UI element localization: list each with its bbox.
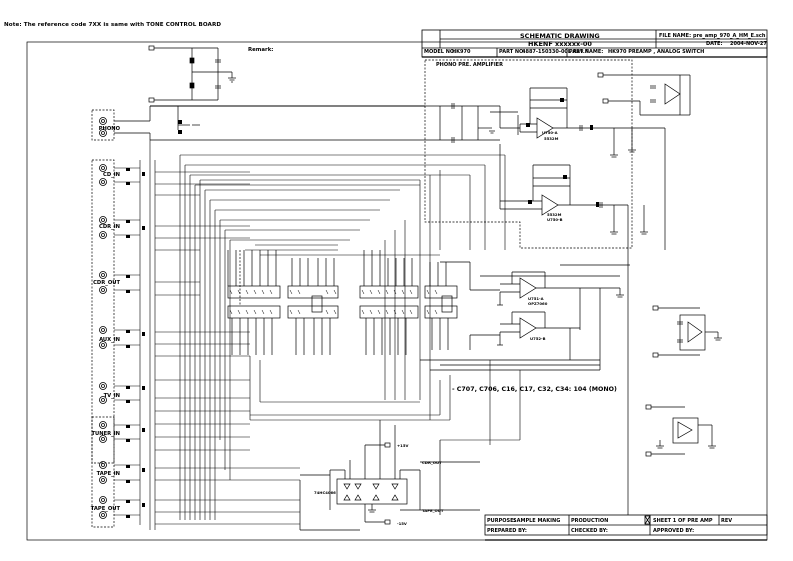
title-block-subtitle: HKENF xxxxxx-00 [528, 40, 592, 48]
buffer-input-lines [420, 261, 630, 371]
sheet-label: SHEET 1 OF PRE AMP [653, 518, 713, 524]
opamp-a-type: 5532M [544, 136, 559, 141]
phono-output-network [579, 125, 666, 250]
jack-tuner-in [99, 421, 107, 443]
drawing-border [26, 41, 768, 541]
cdr-out-net-label: CDR_OUT [422, 460, 442, 465]
opamp-u750-b [499, 144, 628, 216]
jack-cd-in [99, 164, 107, 186]
jack-aux-in [99, 326, 107, 349]
title-block-title: SCHEMATIC DRAWING [520, 32, 600, 40]
phono-power-supply [148, 45, 236, 103]
power-neg-label: -15V [397, 521, 407, 526]
reference-note: Note: The reference code 7XX is same wit… [4, 22, 222, 28]
switch-symbols [229, 289, 438, 315]
input-label-cdr-in: CDR_IN [99, 224, 120, 230]
input-jack-group-1 [91, 159, 115, 464]
quad-switch-ic [299, 420, 480, 531]
input-label-cdr-out: CDR_OUT [93, 280, 120, 286]
mono-capacitor-note: - C707, C706, C16, C17, C32, C34: 104 (M… [452, 386, 617, 393]
part-no-label: PART NO: [499, 49, 526, 55]
jack-tape-in [99, 461, 107, 484]
input-label-tuner: TUNER_IN [91, 431, 121, 437]
approved-by-label: APPROVED BY: [653, 528, 695, 534]
passive-components [126, 98, 599, 518]
title-block-bottom [484, 514, 768, 541]
date-value: 2004-NOV-27 [730, 41, 767, 47]
regulator-right-2 [645, 404, 716, 457]
opamp-b-type: 5532M [547, 212, 562, 217]
phono-section-label: PHONO PRE. AMPLIFIER [436, 62, 503, 68]
input-label-tape-out: TAPE_OUT [90, 506, 120, 512]
buffer-u752-b [497, 311, 580, 360]
power-pos-label: +15V [397, 443, 409, 448]
jack-phono [99, 117, 107, 137]
buffer-u751-a [497, 271, 624, 330]
jack-vertical-lines [114, 140, 156, 530]
model-no-label: MODEL NO: [424, 49, 457, 55]
prepared-by-label: PREPARED BY: [487, 528, 527, 534]
jack-bus-lines [155, 171, 300, 525]
jack-cdr-out [99, 271, 107, 294]
input-label-cd: CD_IN [103, 172, 120, 178]
buffer-a-label: U751-A [528, 296, 544, 301]
input-jack-group-2 [91, 416, 115, 528]
file-name-value: pre_amp_970_A_HM_E.sch [693, 33, 766, 39]
opamp-b-label: U750-B [547, 217, 563, 222]
purpose-label: PURPOSE: [487, 518, 516, 524]
analog-switch-block-2 [287, 258, 339, 355]
regulator-right-1 [652, 305, 722, 358]
opamp-a-label: U750-A [542, 130, 558, 135]
phono-input-network [425, 103, 520, 143]
phono-regulator [597, 72, 691, 116]
rca-jacks [99, 117, 107, 519]
model-no-value: HK970 [452, 49, 471, 55]
misc-interconnect [249, 356, 521, 445]
checked-by-label: CHECKED BY: [571, 528, 608, 534]
date-label: DATE: [706, 41, 723, 47]
part-name-label: PART NAME: [569, 49, 604, 55]
buffer-a-type: OPZ7060 [528, 301, 548, 306]
tape-out-net-label: TAPE_OUT [422, 508, 444, 513]
phono-input-lines [114, 105, 425, 141]
production-label: PRODUCTION [571, 518, 609, 524]
analog-switch-block-3 [359, 250, 419, 355]
part-name-value: HK970 PREAMP , ANALOG SWITCH [608, 49, 705, 55]
remark-label: Remark: [248, 47, 274, 53]
input-label-phono: PHONO [98, 126, 120, 132]
purpose-value: SAMPLE MAKING [513, 518, 561, 524]
analog-switch-block-1 [227, 250, 281, 355]
opamp-u750-a [490, 87, 600, 139]
input-label-tv: TV_IN [103, 393, 120, 399]
input-label-tape-in: TAPE_IN [96, 471, 120, 477]
phono-preamp-section [424, 59, 633, 249]
jack-tape-out [99, 496, 107, 519]
phono-jack-group [91, 109, 115, 141]
input-label-aux: AUX_IN [99, 337, 120, 343]
analog-switch-block-4 [424, 262, 458, 350]
title-block-top [421, 29, 768, 58]
switch-ic-label: 74HC4066 [314, 490, 336, 495]
part-no-value: 4887-150330-00L Rev.F [522, 49, 589, 55]
input-bus-wires [179, 154, 506, 520]
jack-cdr-in [99, 216, 107, 239]
file-name-label: FILE NAME: [659, 33, 692, 39]
rev-label: REV [721, 518, 733, 524]
buffer-b-label: U752-B [530, 336, 546, 341]
jack-tv-in [99, 382, 107, 404]
